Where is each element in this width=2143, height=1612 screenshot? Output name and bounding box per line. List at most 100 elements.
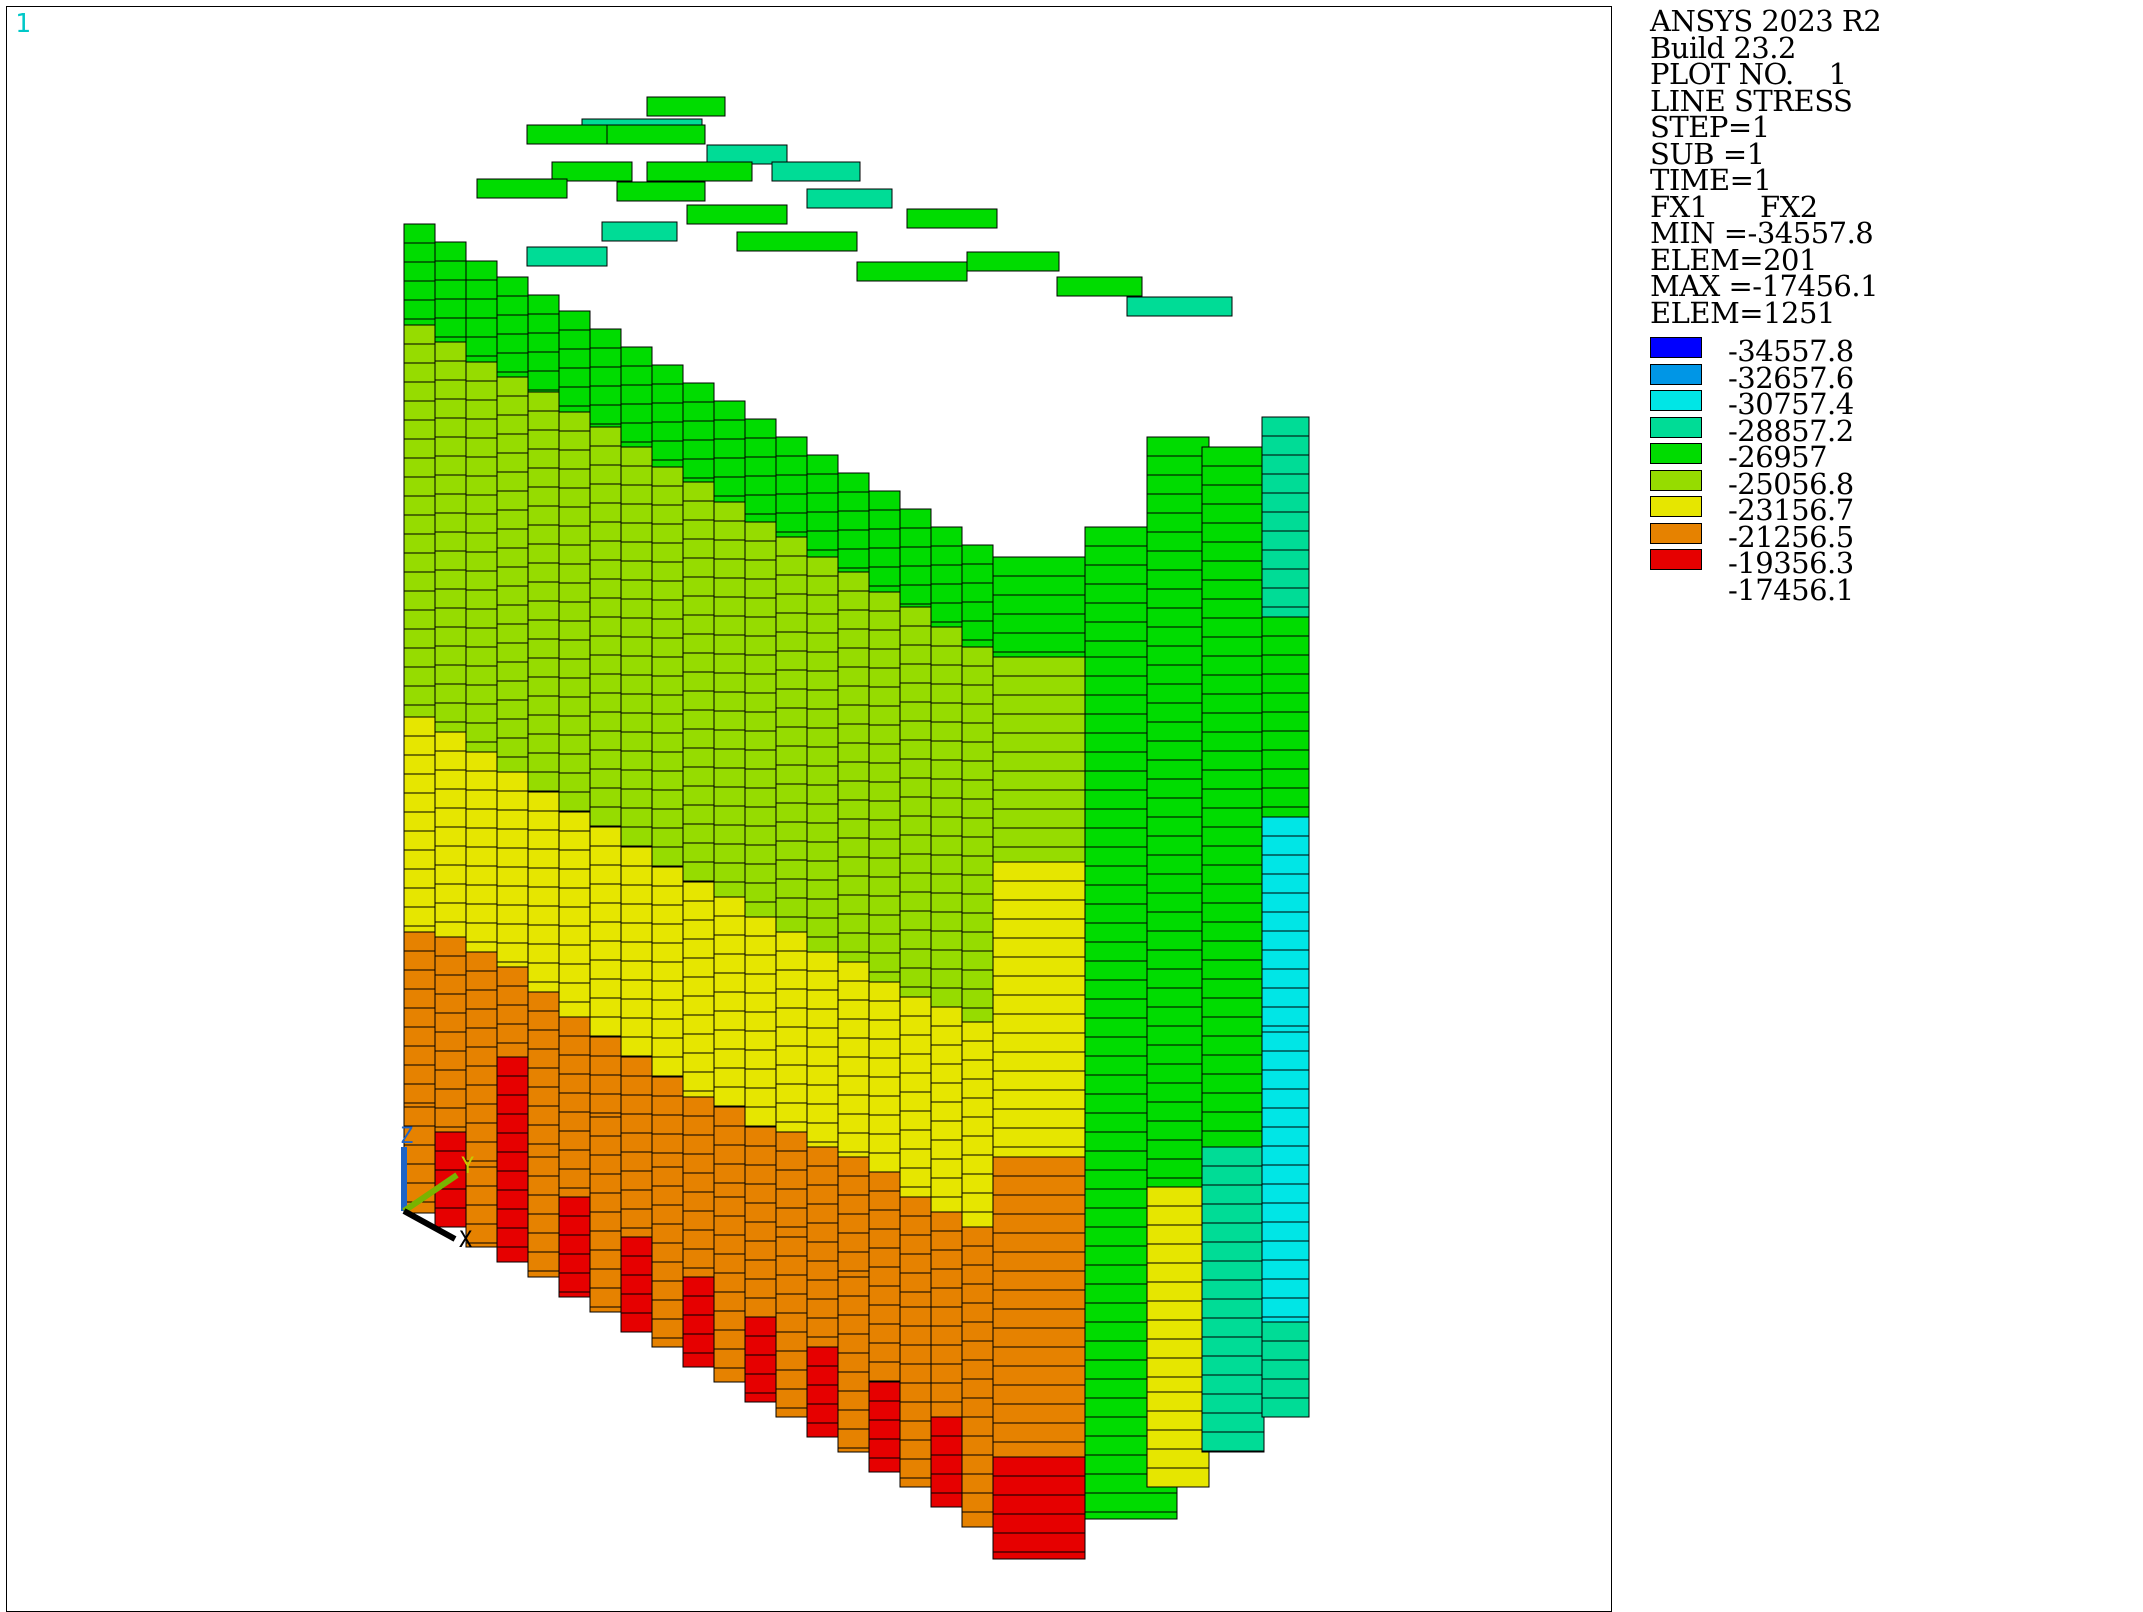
element-cell	[1146, 797, 1210, 818]
element-cell	[713, 729, 746, 750]
element-cell	[1201, 921, 1265, 942]
element-cell	[589, 1074, 622, 1095]
element-cell	[868, 952, 901, 973]
element-cell	[682, 1014, 715, 1035]
element-cell	[434, 974, 467, 995]
element-cell	[1146, 1101, 1210, 1122]
element-cell	[403, 476, 436, 497]
element-cell	[837, 1295, 870, 1316]
element-cell	[527, 524, 560, 545]
element-cell	[1201, 655, 1265, 676]
element-cell	[465, 260, 498, 281]
element-cell	[496, 490, 529, 511]
element-cell	[589, 730, 622, 751]
element-cell	[930, 1044, 963, 1065]
element-cell	[651, 1185, 684, 1206]
element-cell	[682, 1172, 715, 1193]
element-cell	[589, 1287, 622, 1308]
legend-row: -34557.8	[1650, 330, 2130, 365]
element-cell	[806, 1184, 839, 1205]
element-cell	[992, 1156, 1086, 1177]
element-cell	[682, 823, 715, 844]
legend-swatch	[1650, 390, 1702, 411]
element-cell	[713, 501, 746, 522]
graphics-viewport[interactable]: 1 Z Y X	[6, 6, 1612, 1612]
element-cell	[1201, 598, 1265, 619]
element-cell	[496, 585, 529, 606]
element-cell	[496, 885, 529, 906]
element-cell	[930, 854, 963, 875]
element-cell	[744, 1049, 777, 1070]
element-cell	[403, 381, 436, 402]
element-cell	[434, 341, 467, 362]
element-cell	[403, 849, 436, 870]
element-cell	[713, 691, 746, 712]
element-cell	[403, 261, 436, 282]
element-cell	[1261, 616, 1310, 637]
element-cell	[1201, 1130, 1265, 1148]
element-cell	[1201, 712, 1265, 733]
element-cell	[620, 617, 653, 638]
element-cell	[1261, 930, 1310, 951]
element-cell	[806, 1103, 839, 1124]
element-cell	[1056, 276, 1143, 297]
element-cell	[961, 563, 994, 584]
legend-swatch	[1650, 549, 1702, 570]
element-cell	[868, 1057, 901, 1078]
element-cell	[868, 1247, 901, 1268]
element-cell	[837, 704, 870, 725]
element-cell	[496, 737, 529, 758]
element-cell	[899, 948, 932, 969]
element-cell	[527, 638, 560, 659]
element-cell	[930, 1211, 963, 1232]
element-cell	[403, 299, 436, 320]
element-cell	[899, 1196, 932, 1217]
element-cell	[744, 513, 777, 523]
element-cell	[961, 1283, 994, 1304]
element-cell	[465, 475, 498, 496]
element-cell	[620, 731, 653, 752]
element-cell	[403, 969, 436, 990]
element-cell	[713, 1125, 746, 1146]
element-cell	[961, 950, 994, 971]
element-cell	[1201, 1241, 1265, 1262]
element-cell	[806, 689, 839, 710]
element-cell	[837, 1113, 870, 1134]
model-plot[interactable]: Z Y X	[7, 7, 1611, 1611]
element-cell	[527, 1086, 560, 1107]
element-cell	[682, 1276, 715, 1297]
element-cell	[837, 1037, 870, 1058]
element-cell	[589, 1268, 622, 1289]
element-cell	[961, 722, 994, 743]
element-cell	[992, 770, 1086, 791]
element-cell	[775, 593, 808, 614]
element-cell	[620, 365, 653, 386]
element-cell	[868, 819, 901, 840]
element-cell	[1201, 1374, 1265, 1395]
element-cell	[713, 1086, 746, 1107]
element-cell	[558, 1092, 591, 1113]
element-cell	[930, 1177, 963, 1198]
element-cell	[558, 791, 591, 812]
element-cell	[601, 221, 678, 242]
element-cell	[806, 1222, 839, 1243]
element-cell	[899, 1253, 932, 1274]
element-cell	[1201, 1092, 1265, 1113]
element-cell	[620, 865, 653, 886]
element-cell	[806, 575, 839, 596]
element-cell	[806, 454, 839, 475]
element-cell	[992, 675, 1086, 696]
element-cell	[744, 844, 777, 865]
element-cell	[682, 881, 715, 902]
element-cell	[558, 734, 591, 755]
element-cell	[1201, 1450, 1265, 1453]
element-cell	[899, 1234, 932, 1255]
element-cell	[868, 876, 901, 897]
element-cell	[651, 580, 684, 601]
element-cell	[1201, 1222, 1265, 1243]
element-cell	[992, 789, 1086, 810]
element-cell	[961, 1416, 994, 1437]
element-cell	[558, 367, 591, 388]
element-cell	[771, 161, 861, 182]
element-cell	[1201, 1203, 1265, 1224]
